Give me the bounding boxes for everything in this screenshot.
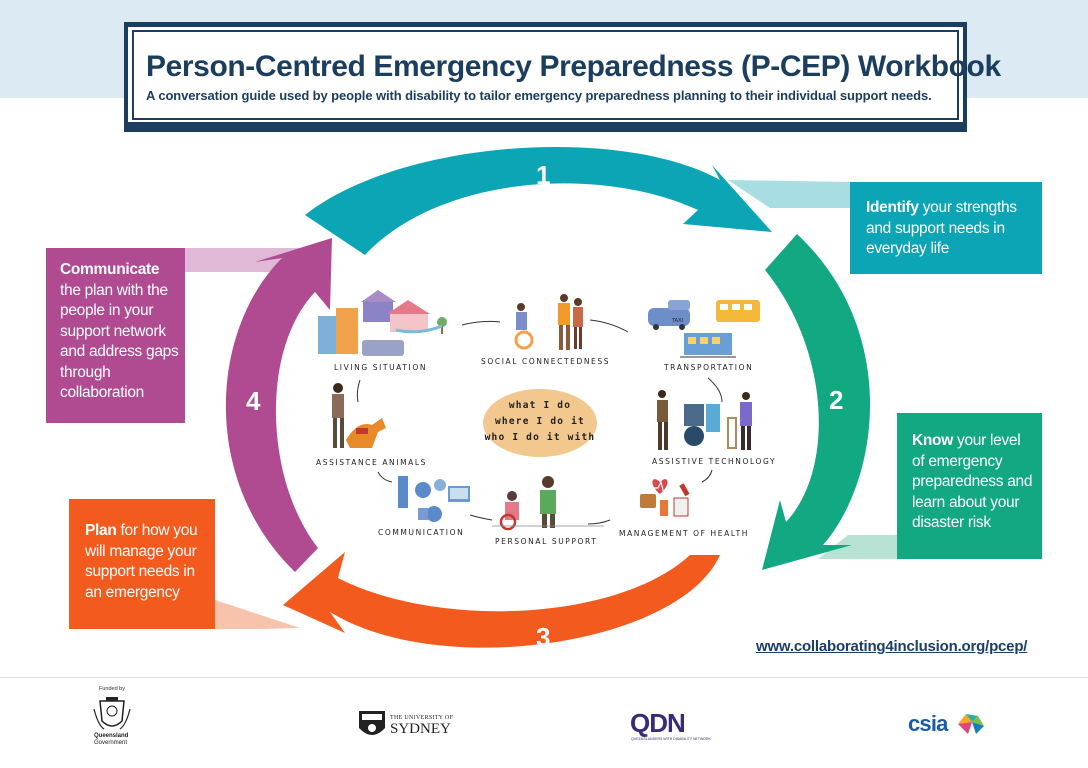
communication-illustration: [398, 476, 470, 522]
callout-know: Know your level of emergency preparednes…: [897, 413, 1042, 559]
arrow-3: [283, 552, 720, 648]
social-connectedness-illustration: [514, 294, 583, 350]
callout-plan-keyword: Plan: [85, 522, 117, 539]
label-living-situation: LIVING SITUATION: [334, 363, 428, 372]
sydney-small: THE UNIVERSITY OF: [390, 715, 454, 721]
callout-identify-keyword: Identify: [866, 199, 919, 216]
assistive-technology-illustration: [657, 390, 752, 450]
title-main: Person-Centred Emergency Preparedness (P…: [146, 50, 858, 83]
callout-know-text: your level of emergency preparedness and…: [912, 432, 1033, 531]
step-1-number: 1: [536, 160, 551, 190]
title-frame: [124, 22, 967, 132]
arrow-1: [305, 146, 772, 255]
center-line-2: where I do it: [495, 416, 585, 427]
callout-communicate-keyword: Communicate: [60, 261, 160, 278]
taxi-sign: TAXI: [671, 318, 683, 324]
label-personal-support: PERSONAL SUPPORT: [495, 537, 598, 546]
callout-know-keyword: Know: [912, 432, 953, 449]
center-line-1: what I do: [508, 400, 572, 411]
title-box: [124, 22, 967, 132]
step-3-number: 3: [536, 622, 551, 652]
label-communication: COMMUNICATION: [378, 528, 465, 537]
connector-transport-assistive: [707, 377, 723, 403]
qld-line2: Government: [94, 740, 128, 746]
qld-line1: Queensland: [94, 733, 129, 739]
footer-divider: [0, 677, 1088, 678]
title-bold: Workbook: [857, 50, 1001, 83]
center-oval: [483, 389, 597, 457]
connector-animals-living: [356, 379, 361, 403]
arrow-2: [762, 234, 871, 570]
connector-communication-animals: [377, 471, 393, 483]
connector-lines: [356, 319, 723, 525]
qdn-logo: QDN: [630, 708, 686, 738]
ribbon-know: [818, 535, 897, 559]
page-title: Person-Centred Emergency Preparedness (P…: [146, 50, 1001, 84]
qdn-subtitle: QUEENSLANDERS WITH DISABILITY NETWORK: [631, 737, 711, 741]
callout-identify: Identify your strengths and support need…: [850, 182, 1042, 274]
connector-assistive-health: [701, 469, 713, 483]
callout-communicate: Communicate the plan with the people in …: [46, 248, 185, 423]
sydney-shield-icon: [359, 711, 385, 735]
csia-logo: csia: [908, 711, 948, 736]
connector-health-personal: [587, 519, 611, 525]
ribbon-communicate: [185, 248, 300, 272]
label-management-of-health: MANAGEMENT OF HEALTH: [619, 529, 750, 538]
label-assistance-animals: ASSISTANCE ANIMALS: [316, 458, 428, 467]
title-frame-inner: [132, 30, 959, 120]
living-situation-illustration: [318, 290, 447, 356]
step-4-number: 4: [246, 386, 261, 416]
ribbon-identify: [728, 180, 850, 208]
sydney-big: SYDNEY: [390, 721, 451, 737]
website-link[interactable]: www.collaborating4inclusion.org/pcep/: [756, 638, 1028, 655]
health-illustration: [640, 479, 690, 517]
callout-plan: Plan for how you will manage your suppor…: [69, 499, 215, 629]
assistance-animals-illustration: [332, 383, 386, 448]
label-social-connectedness: SOCIAL CONNECTEDNESS: [481, 357, 611, 366]
center-text: what I do where I do it who I do it with: [483, 398, 597, 446]
connector-personal-communication: [469, 514, 493, 521]
csia-mark-icon: [958, 714, 984, 734]
callout-plan-text: for how you will manage your support nee…: [85, 522, 198, 601]
connector-social-transport: [589, 319, 629, 333]
callout-communicate-text: the plan with the people in your support…: [60, 281, 179, 402]
connector-living-social: [461, 320, 501, 326]
label-assistive-technology: ASSISTIVE TECHNOLOGY: [652, 457, 777, 466]
callout-identify-text: your strengths and support needs in ever…: [866, 199, 1017, 257]
page-subtitle: A conversation guide used by people with…: [146, 88, 932, 103]
queensland-crest-icon: [93, 697, 131, 730]
label-transportation: TRANSPORTATION: [664, 363, 754, 372]
transportation-illustration: [648, 300, 760, 358]
ribbon-plan: [215, 600, 300, 629]
center-line-3: who I do it with: [484, 432, 596, 443]
step-2-number: 2: [829, 385, 844, 415]
funded-by-label: Funded by: [99, 686, 125, 692]
personal-support-illustration: [492, 476, 604, 531]
arrow-4: [225, 238, 332, 572]
